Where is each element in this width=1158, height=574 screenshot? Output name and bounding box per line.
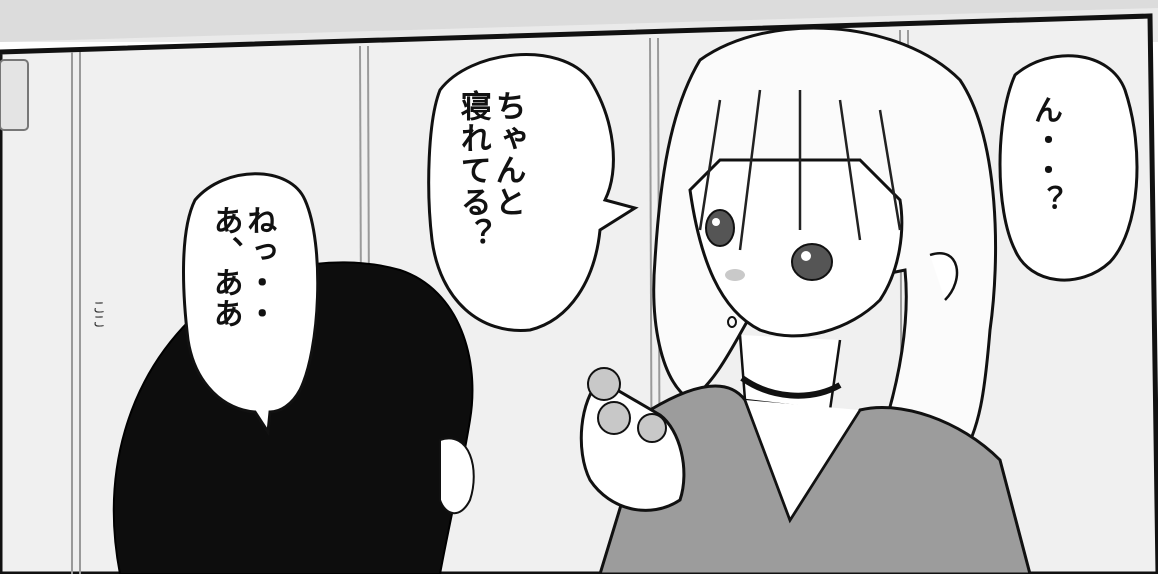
dialogue-center: ちゃんと 寝れてる？ (454, 90, 526, 250)
dialogue-left: ねっ・・ あ、ああ (207, 205, 277, 329)
bubble-left (182, 172, 320, 437)
bubble-right (998, 54, 1139, 282)
sound-effect: ここ (90, 300, 106, 328)
speech-bubbles (182, 53, 1139, 437)
previous-panel-edge (0, 0, 1158, 42)
girl-character (579, 26, 1032, 574)
bubble-center (427, 53, 639, 332)
dialogue-right: ん・・？ (1029, 95, 1064, 215)
